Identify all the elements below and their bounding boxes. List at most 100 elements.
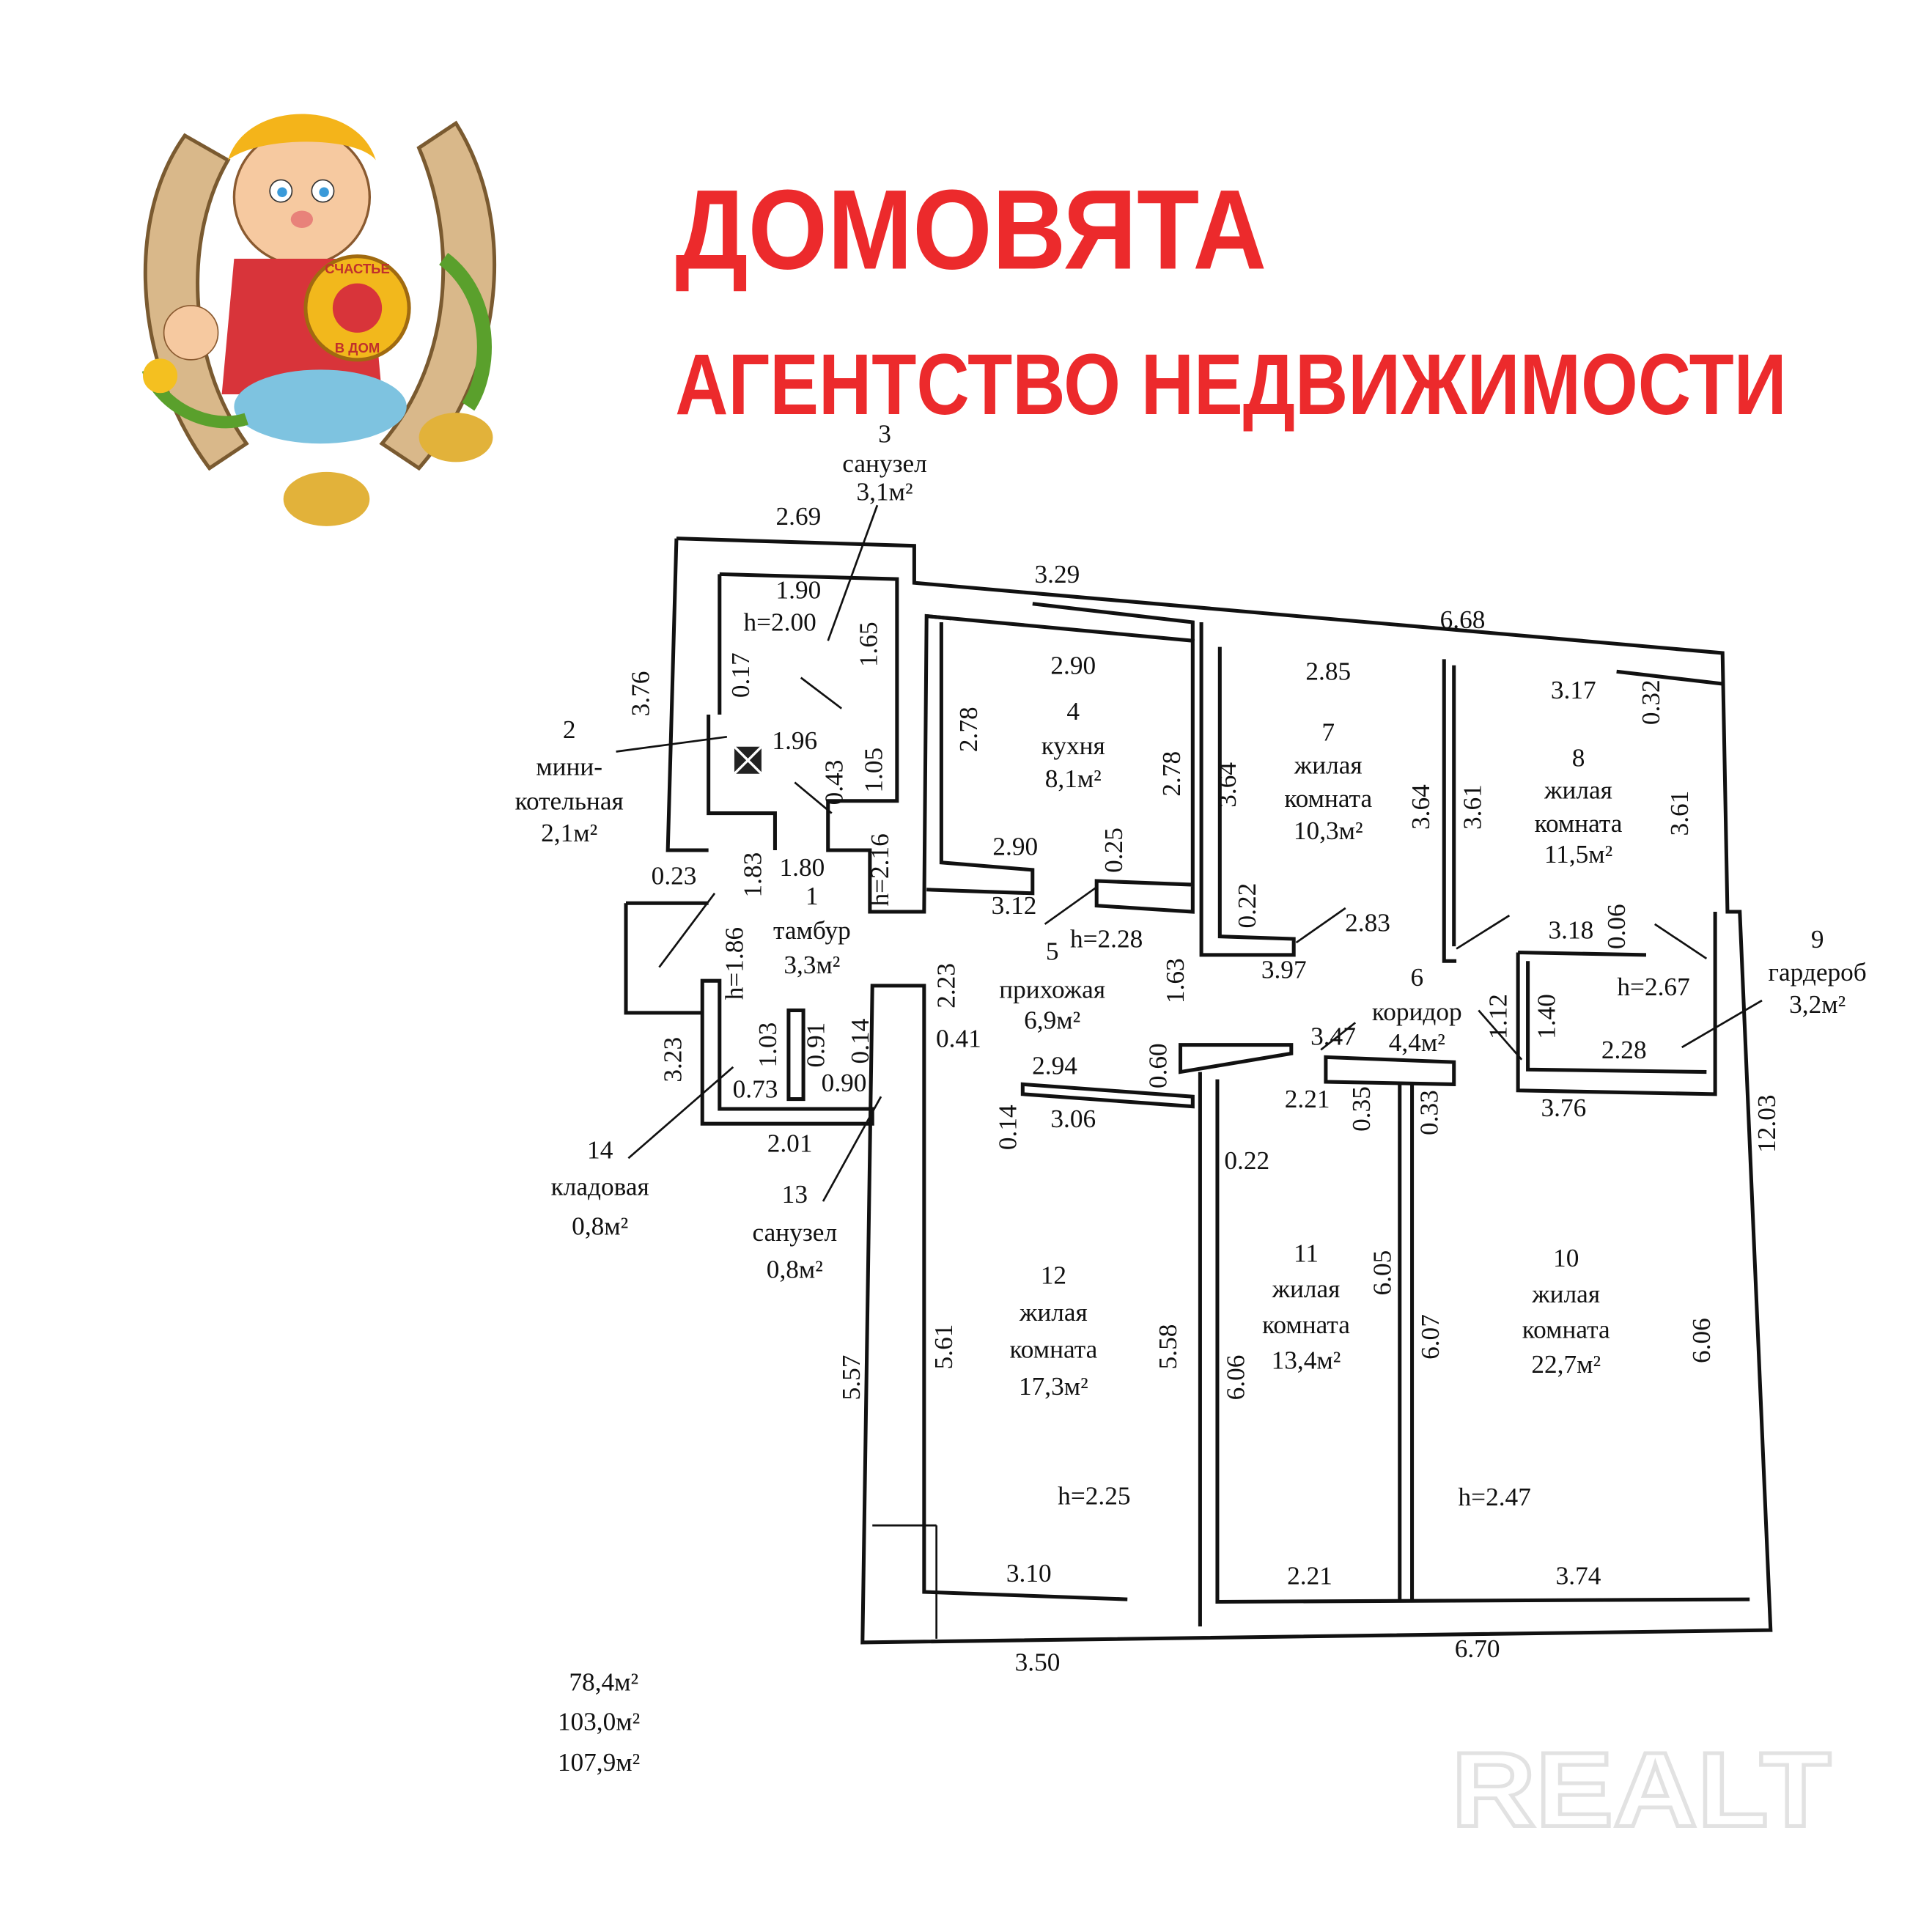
room-label-line: 17,3м² bbox=[1019, 1372, 1088, 1401]
dimension-label: 0.35 bbox=[1347, 1086, 1376, 1132]
agency-logo: СЧАСТЬЕ В ДОМ bbox=[141, 114, 497, 526]
dimension-label: 2.28 bbox=[1601, 1036, 1647, 1064]
dimension-label: 3.76 bbox=[1541, 1094, 1586, 1122]
brand-subtitle: АГЕНТСТВО НЕДВИЖИМОСТИ bbox=[675, 336, 1786, 432]
dimension-label: 5.61 bbox=[929, 1324, 958, 1370]
dimension-label: 0.43 bbox=[820, 760, 849, 805]
room-number: 13 bbox=[782, 1180, 808, 1209]
dimension-label: 3.10 bbox=[1006, 1559, 1052, 1588]
room-label-line: 4,4м² bbox=[1389, 1028, 1445, 1057]
dimension-label: 1.83 bbox=[739, 852, 767, 898]
dimension-label: 12.03 bbox=[1752, 1094, 1781, 1152]
dimension-label: 2.01 bbox=[767, 1129, 813, 1158]
dimension-label: 0.22 bbox=[1233, 883, 1261, 929]
dimension-label: 2.78 bbox=[954, 707, 983, 752]
total-area: 103,0м² bbox=[558, 1707, 640, 1736]
dimension-label: 0.14 bbox=[994, 1105, 1022, 1150]
room-9-label: 9 гардероб 3,2м² bbox=[1769, 925, 1867, 1019]
dimension-label: 2.94 bbox=[1032, 1052, 1077, 1080]
dimension-label: 1.80 bbox=[780, 853, 825, 882]
dimension-label: h=2.16 bbox=[866, 833, 894, 906]
room-number: 9 bbox=[1811, 925, 1824, 954]
room-label-line: 3,3м² bbox=[784, 951, 840, 979]
dimension-label: 2.21 bbox=[1285, 1085, 1330, 1113]
room-label-line: тамбур bbox=[773, 916, 851, 945]
room-label-line: жилая bbox=[1544, 775, 1612, 804]
dimension-label: 3.06 bbox=[1050, 1105, 1096, 1133]
room-number: 3 bbox=[878, 420, 891, 449]
dimension-label: 2.90 bbox=[1050, 651, 1096, 679]
dimension-label: 2.21 bbox=[1287, 1562, 1332, 1590]
logo-text-top: СЧАСТЬЕ bbox=[325, 261, 390, 276]
area-totals: 78,4м² 103,0м² 107,9м² bbox=[558, 1668, 640, 1777]
room-label-line: 0,8м² bbox=[767, 1255, 823, 1283]
dimension-label: 0.41 bbox=[936, 1025, 981, 1053]
dimension-label: 0.73 bbox=[733, 1075, 778, 1104]
walls bbox=[624, 537, 1773, 1645]
room-label-line: 11,5м² bbox=[1544, 840, 1612, 869]
dimension-label: 0.06 bbox=[1602, 904, 1631, 949]
room-label-line: прихожая bbox=[999, 976, 1105, 1004]
room-label-line: комната bbox=[1284, 784, 1372, 813]
room-label-line: 13,4м² bbox=[1272, 1346, 1341, 1375]
dimension-label: 3.97 bbox=[1261, 955, 1307, 984]
dimension-label: 2.69 bbox=[775, 502, 821, 531]
dimension-label: 3.61 bbox=[1458, 784, 1486, 830]
room-number: 7 bbox=[1321, 718, 1335, 746]
dimension-label: 0.23 bbox=[652, 862, 697, 891]
dimension-label: 0.22 bbox=[1224, 1146, 1269, 1175]
dimension-label: h=2.28 bbox=[1070, 924, 1143, 953]
room-label-line: кладовая bbox=[551, 1173, 649, 1201]
room-label-line: 8,1м² bbox=[1045, 764, 1102, 793]
room-label-line: комната bbox=[1009, 1335, 1097, 1364]
room-label-line: комната bbox=[1522, 1316, 1610, 1344]
room-label-line: котельная bbox=[515, 786, 624, 815]
room-label-line: 3,2м² bbox=[1789, 990, 1846, 1019]
room-number: 5 bbox=[1046, 937, 1059, 966]
dimension-label: h=2.25 bbox=[1058, 1481, 1130, 1510]
room-number: 6 bbox=[1410, 963, 1423, 992]
dimension-label: 6.05 bbox=[1368, 1250, 1397, 1296]
dimension-label: 0.17 bbox=[726, 652, 755, 698]
dimension-label: 2.83 bbox=[1345, 909, 1390, 937]
room-labels: 1тамбур3,3м²2мини-котельная2,1м²3санузел… bbox=[515, 420, 1867, 1401]
dimension-label: 1.96 bbox=[772, 726, 817, 755]
dimension-label: 1.90 bbox=[775, 576, 821, 605]
dimension-label: 3.61 bbox=[1665, 791, 1694, 836]
dimension-label: 3.64 bbox=[1213, 762, 1242, 808]
dimension-label: 1.12 bbox=[1484, 994, 1513, 1039]
dimension-label: 1.03 bbox=[753, 1022, 782, 1068]
dimension-label: 0.60 bbox=[1144, 1043, 1173, 1088]
room-label-line: 22,7м² bbox=[1531, 1350, 1601, 1379]
room-label-line: 0,8м² bbox=[572, 1212, 628, 1240]
dimension-label: 5.57 bbox=[837, 1355, 866, 1401]
room-number: 2 bbox=[563, 715, 576, 744]
room-7-label: 7 жилая комната 10,3м² bbox=[1284, 718, 1372, 844]
dimension-label: 2.78 bbox=[1157, 751, 1186, 797]
room-number: 10 bbox=[1553, 1244, 1579, 1272]
room-label-line: 6,9м² bbox=[1024, 1006, 1080, 1035]
dimension-label: 6.70 bbox=[1455, 1634, 1500, 1663]
room-label-line: 10,3м² bbox=[1294, 816, 1363, 845]
total-area-with-extras: 107,9м² bbox=[558, 1748, 640, 1777]
dimension-label: 6.07 bbox=[1416, 1314, 1445, 1360]
room-number: 11 bbox=[1294, 1239, 1319, 1267]
dimension-label: 2.85 bbox=[1305, 657, 1351, 686]
room-label-line: гардероб bbox=[1769, 958, 1867, 987]
room-label-line: мини- bbox=[536, 752, 602, 781]
room-label-line: жилая bbox=[1294, 751, 1363, 780]
dimension-label: 0.32 bbox=[1637, 679, 1665, 725]
dimension-label: 0.33 bbox=[1415, 1090, 1444, 1135]
living-area-total: 78,4м² bbox=[569, 1668, 638, 1697]
dimension-label: 1.05 bbox=[859, 748, 888, 793]
